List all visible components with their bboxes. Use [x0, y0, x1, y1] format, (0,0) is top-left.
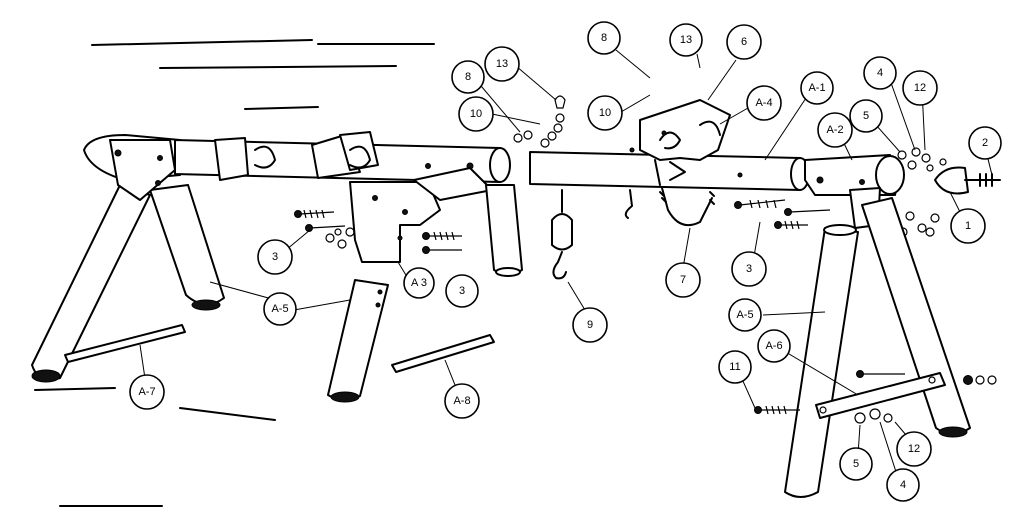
- svg-text:A-4: A-4: [755, 97, 772, 109]
- callout-11: 11: [718, 350, 752, 384]
- callout-a7: A-7: [129, 374, 165, 410]
- callout-12-bottom: 12: [896, 431, 932, 467]
- svg-text:3: 3: [746, 263, 752, 275]
- svg-text:1: 1: [965, 220, 971, 232]
- svg-text:A-6: A-6: [765, 340, 782, 352]
- end-cap: [934, 166, 1001, 195]
- callout-13-top: 13: [669, 23, 703, 57]
- svg-text:2: 2: [982, 137, 988, 149]
- callout-12-top: 12: [902, 70, 938, 106]
- top-beam-left: [174, 131, 511, 183]
- svg-text:12: 12: [914, 82, 926, 94]
- svg-text:A-5: A-5: [271, 303, 288, 315]
- cross-brace-a6: [754, 370, 997, 424]
- svg-text:4: 4: [877, 67, 883, 79]
- callout-a2: A-2: [817, 112, 853, 148]
- svg-text:4: 4: [900, 479, 906, 491]
- callout-3-left: 3: [257, 239, 293, 275]
- callout-6: 6: [726, 24, 762, 60]
- top-beam-main-a1: [529, 147, 810, 191]
- callout-a1: A-1: [800, 71, 834, 105]
- callout-5-top: 5: [849, 99, 883, 133]
- callout-2: 2: [968, 126, 1002, 160]
- svg-text:5: 5: [863, 110, 869, 122]
- center-leg-bracket-a3: [349, 167, 493, 263]
- hardware-right-bolts: [734, 199, 831, 230]
- svg-text:13: 13: [496, 58, 508, 70]
- callout-a4: A-4: [746, 85, 782, 121]
- left-end-bracket: [83, 134, 181, 201]
- callout-4-top: 4: [863, 56, 897, 90]
- svg-text:A-7: A-7: [138, 386, 155, 398]
- svg-text:A 3: A 3: [411, 277, 427, 289]
- swing-hook: [551, 189, 633, 280]
- right-a-frame-legs: [784, 197, 971, 498]
- svg-text:10: 10: [599, 107, 611, 119]
- bottom-rods: [64, 324, 495, 373]
- svg-text:13: 13: [680, 34, 692, 46]
- svg-text:3: 3: [272, 251, 278, 263]
- left-a-frame-legs: [31, 184, 225, 383]
- svg-text:6: 6: [741, 36, 747, 48]
- svg-text:A-2: A-2: [826, 124, 843, 136]
- callout-8-top: 8: [587, 21, 621, 55]
- callout-a5-left: A-5: [263, 292, 297, 326]
- hardware-left: [294, 209, 462, 254]
- callout-8-left: 8: [451, 60, 485, 94]
- callout-4-bottom: 4: [886, 468, 920, 502]
- svg-text:A-8: A-8: [453, 395, 470, 407]
- svg-text:5: 5: [853, 458, 859, 470]
- callout-a5-right: A-5: [728, 298, 762, 332]
- header-rules: [91, 39, 435, 110]
- u-bolt: [659, 187, 715, 226]
- callout-13-left: 13: [484, 46, 520, 82]
- callout-3-mid: 3: [445, 274, 479, 308]
- svg-text:11: 11: [729, 361, 740, 373]
- callout-9: 9: [572, 307, 608, 343]
- svg-text:A-5: A-5: [736, 309, 753, 321]
- top-bracket-a4: [639, 99, 731, 161]
- callout-1: 1: [950, 208, 986, 244]
- svg-text:3: 3: [459, 285, 465, 297]
- center-legs: [327, 184, 523, 403]
- svg-text:10: 10: [470, 108, 482, 120]
- svg-text:8: 8: [601, 32, 607, 44]
- callout-3-right: 3: [731, 251, 767, 287]
- svg-text:12: 12: [908, 443, 920, 455]
- callout-7: 7: [665, 262, 701, 298]
- svg-text:A-1: A-1: [808, 82, 825, 94]
- hardware-right-top: [897, 147, 947, 237]
- svg-text:7: 7: [680, 274, 686, 286]
- callout-5-bottom: 5: [839, 447, 873, 481]
- callout-a8: A-8: [444, 383, 480, 419]
- callout-a6: A-6: [757, 329, 791, 363]
- bottom-rules: [34, 387, 276, 507]
- hardware-beam-joint: [513, 95, 566, 148]
- svg-text:8: 8: [465, 71, 471, 83]
- svg-text:9: 9: [587, 319, 593, 331]
- callout-10-left: 10: [458, 96, 494, 132]
- callout-10-mid: 10: [587, 95, 623, 131]
- callout-a3: A 3: [403, 267, 435, 299]
